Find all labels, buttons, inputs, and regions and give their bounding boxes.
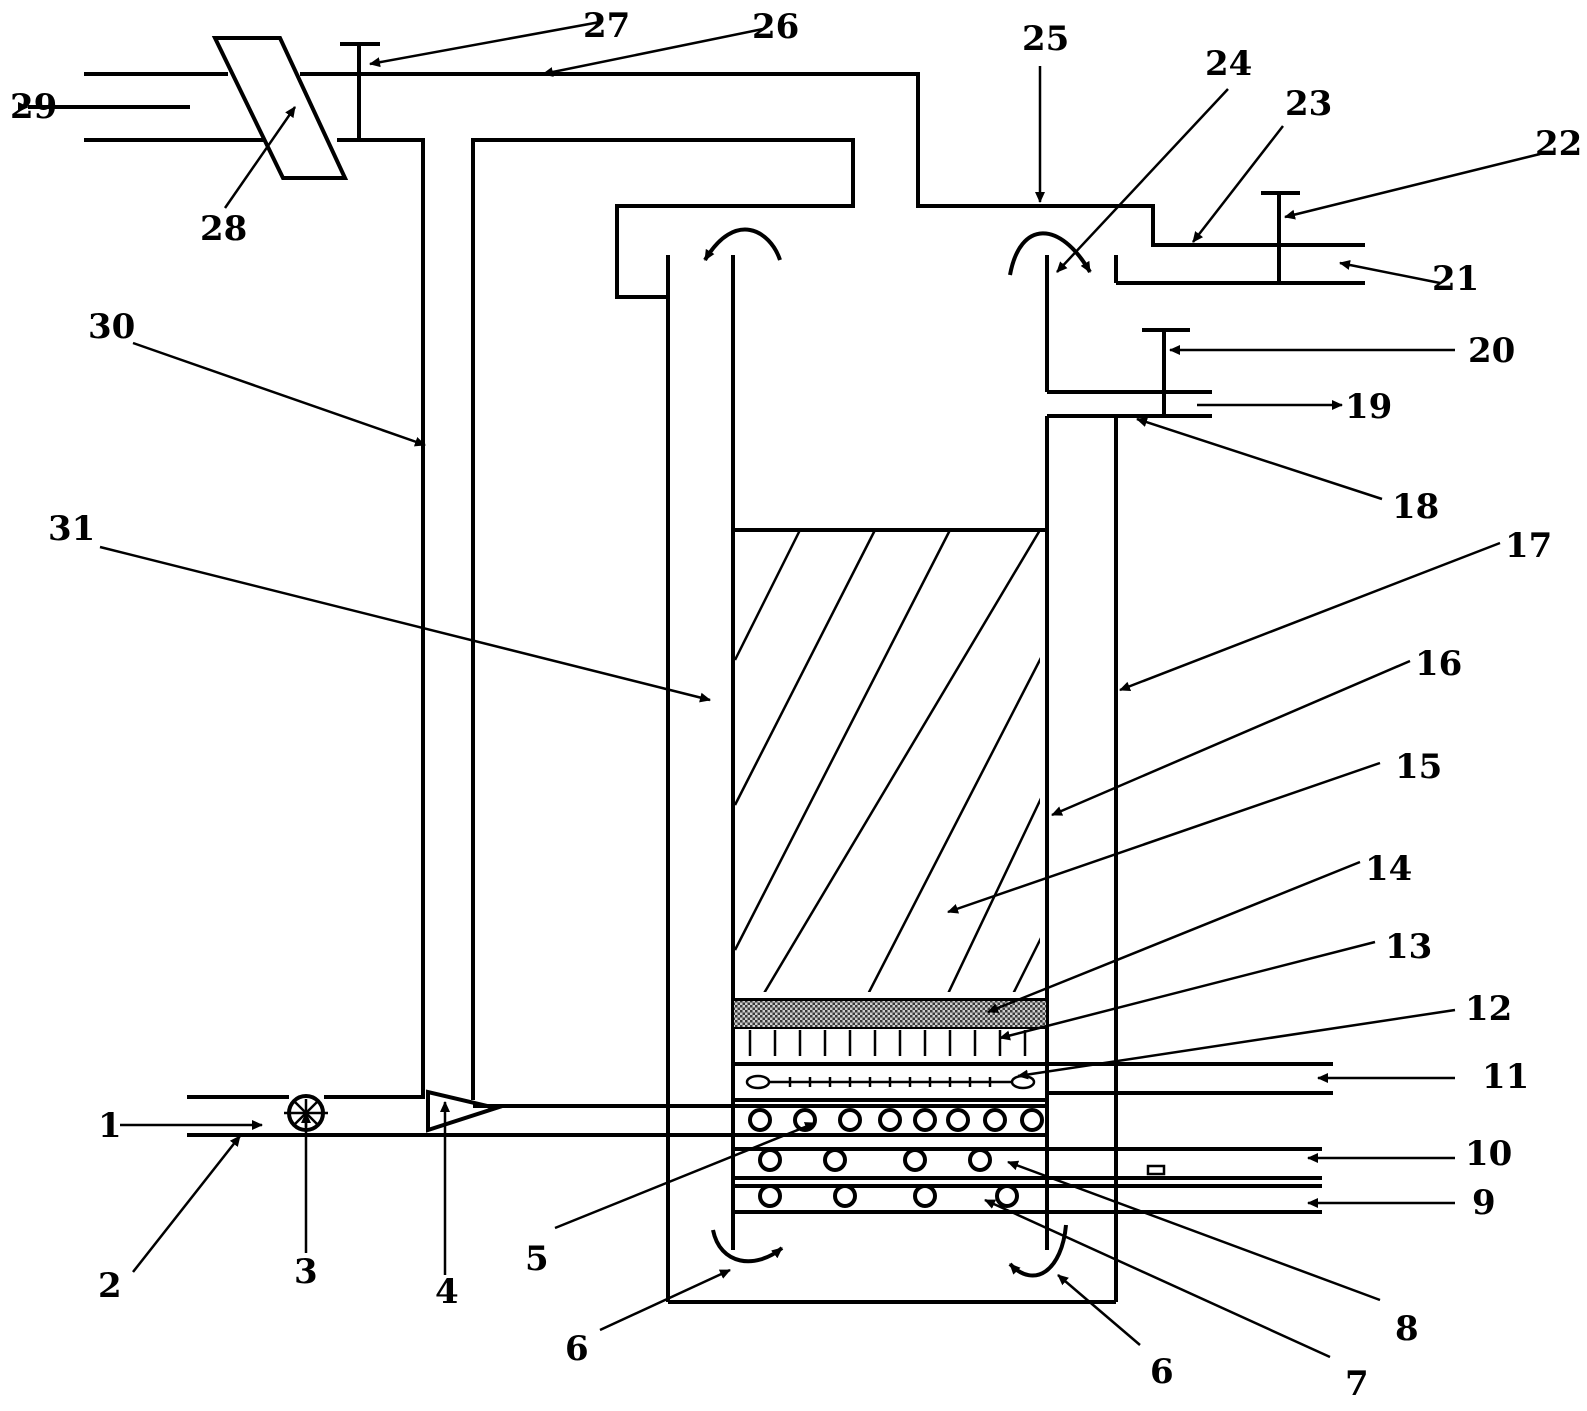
top-valve [1261,191,1300,283]
ejector-icon [426,1089,504,1133]
label-6-right: 6 [1150,1352,1174,1392]
label-5: 5 [525,1239,549,1279]
label-16: 16 [1415,644,1462,684]
inlet-pipe [120,1095,1047,1137]
label-27: 27 [583,6,630,46]
heating-pipe-12 [731,1062,1333,1102]
media-hatching [733,529,1040,992]
label-22: 22 [1535,124,1582,164]
gas-valve [340,42,380,140]
label-9: 9 [1472,1183,1496,1223]
label-26: 26 [752,7,799,47]
label-25: 25 [1022,19,1069,59]
label-4: 4 [435,1272,459,1312]
outer-reactor-wall [666,255,1118,1304]
label-10: 10 [1465,1134,1512,1174]
nozzle-row-13 [748,1030,1027,1056]
label-20: 20 [1468,331,1515,371]
separator-plate [211,36,349,180]
aeration-pipe-10 [733,1147,1322,1180]
component-labels: 1 2 3 4 5 6 6 7 8 9 10 11 12 13 14 15 16… [10,6,1582,1404]
label-3: 3 [294,1252,318,1292]
label-12: 12 [1465,989,1512,1029]
top-gas-hood [347,72,1365,1100]
label-24: 24 [1205,44,1252,84]
label-6-left: 6 [565,1329,589,1369]
label-13: 13 [1385,927,1432,967]
gas-outlet-pipe [18,72,347,142]
label-7: 7 [1345,1364,1369,1404]
label-15: 15 [1395,747,1442,787]
label-30: 30 [88,307,135,347]
label-2: 2 [98,1266,122,1306]
label-17: 17 [1505,526,1552,566]
leader-lines [99,20,1541,1359]
label-29: 29 [10,87,57,127]
label-19: 19 [1345,387,1392,427]
label-18: 18 [1392,487,1439,527]
label-31: 31 [48,509,95,549]
filter-media-15 [731,528,1049,1002]
label-8: 8 [1395,1309,1419,1349]
side-outlet [1047,328,1343,418]
label-1: 1 [98,1106,122,1146]
distributor-balls-5 [733,1104,1047,1132]
label-11: 11 [1482,1057,1529,1097]
label-28: 28 [200,209,247,249]
label-21: 21 [1432,259,1479,299]
circulation-arrows [703,227,1092,1278]
aeration-pipe-9 [733,1184,1322,1214]
label-23: 23 [1285,84,1332,124]
label-14: 14 [1365,849,1412,889]
support-mesh-14 [732,999,1048,1029]
